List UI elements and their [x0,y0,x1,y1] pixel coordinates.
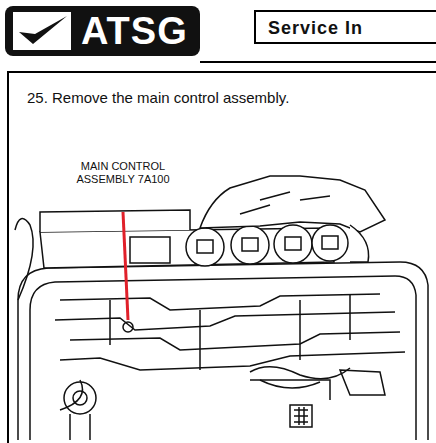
part-name: MAIN CONTROL ASSEMBLY 7A100 [64,160,182,186]
logo-box: ATSG [5,6,200,56]
header-text: Service In [268,18,363,39]
logo-icon [11,10,75,52]
header-box: Service In [254,10,436,44]
step-text: 25. Remove the main control assembly. [27,89,427,107]
logo-text: ATSG [81,10,188,53]
